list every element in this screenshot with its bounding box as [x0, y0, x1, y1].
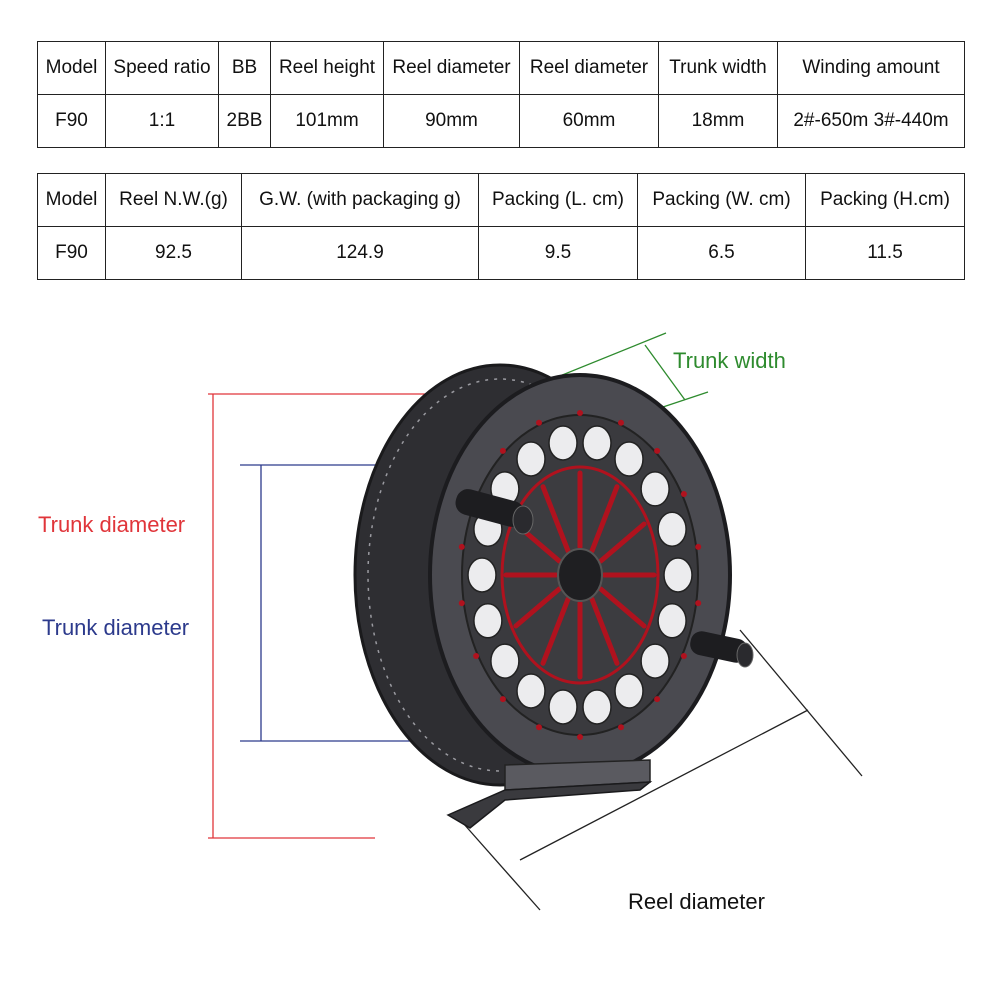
spool-screw: [680, 653, 687, 659]
spool-screw: [473, 653, 480, 659]
header-cell: Speed ratio: [105, 41, 219, 95]
trunk-diameter-inner-label: Trunk diameter: [42, 615, 190, 640]
reel-diameter-bracket: [462, 629, 863, 911]
table-cell: 1:1: [105, 94, 219, 148]
table-header-row: Model Reel N.W.(g) G.W. (with packaging …: [37, 173, 965, 227]
trunk-width-label: Trunk width: [673, 348, 786, 373]
spool-screw: [577, 410, 583, 416]
table-cell: 60mm: [519, 94, 659, 148]
table-cell: 101mm: [270, 94, 384, 148]
spool-spoke: [589, 596, 620, 666]
fishing-reel-image: [353, 363, 754, 829]
spool-hole: [657, 511, 687, 547]
spool-hole: [614, 441, 644, 477]
spool-screw: [458, 600, 465, 607]
spool-screw: [536, 419, 542, 426]
spool-spoke: [598, 586, 647, 629]
trunk-diameter-outer-label: Trunk diameter: [38, 512, 186, 537]
table-cell: 124.9: [241, 226, 479, 280]
spool-hole: [516, 673, 546, 709]
spool-screw: [536, 724, 542, 731]
spool-screw: [577, 734, 583, 740]
spool-screw: [654, 696, 661, 703]
reel-diameter-label: Reel diameter: [628, 889, 765, 914]
spool-hole: [640, 643, 670, 679]
header-cell: Packing (L. cm): [478, 173, 638, 227]
spool-screw: [618, 419, 624, 426]
reel-handle: [455, 489, 754, 668]
spool-hole: [473, 603, 503, 639]
table-cell: 6.5: [637, 226, 806, 280]
table-cell: 2#-650m 3#-440m: [777, 94, 965, 148]
table-cell: F90: [37, 94, 106, 148]
table-cell: 11.5: [805, 226, 965, 280]
spool-hole: [640, 471, 670, 507]
table-cell: 18mm: [658, 94, 778, 148]
spool-spoke: [513, 586, 562, 629]
spool-spoke: [540, 484, 571, 554]
spool-screw: [695, 600, 702, 607]
spool-screw: [695, 543, 702, 550]
header-cell: Model: [37, 41, 106, 95]
spool-hole: [467, 557, 497, 593]
header-cell: Winding amount: [777, 41, 965, 95]
spool-hole: [516, 441, 546, 477]
spool-screw: [499, 696, 506, 703]
table-row: F90 1:1 2BB 101mm 90mm 60mm 18mm 2#-650m…: [37, 94, 965, 148]
spool-hole: [614, 673, 644, 709]
spool-spoke: [598, 521, 647, 564]
spool-hole: [548, 689, 578, 725]
spec-table-1: Model Speed ratio BB Reel height Reel di…: [37, 41, 965, 148]
spool-screw: [499, 447, 506, 454]
spool-hole: [582, 689, 612, 725]
spool-spoke: [540, 596, 571, 666]
spool-screw: [654, 447, 661, 454]
table-row: F90 92.5 124.9 9.5 6.5 11.5: [37, 226, 965, 280]
spool-hole: [548, 425, 578, 461]
spool-screw: [680, 491, 687, 497]
table-cell: 90mm: [383, 94, 520, 148]
spec-table-2: Model Reel N.W.(g) G.W. (with packaging …: [37, 173, 965, 280]
table-cell: 2BB: [218, 94, 271, 148]
spool-hole: [663, 557, 693, 593]
table-header-row: Model Speed ratio BB Reel height Reel di…: [37, 41, 965, 95]
table-cell: 9.5: [478, 226, 638, 280]
spool-hole: [490, 643, 520, 679]
header-cell: Reel height: [270, 41, 384, 95]
header-cell: Trunk width: [658, 41, 778, 95]
header-cell: Packing (W. cm): [637, 173, 806, 227]
spool-hole: [657, 603, 687, 639]
reel-foot: [446, 759, 653, 829]
header-cell: Packing (H.cm): [805, 173, 965, 227]
spool-spoke: [589, 484, 620, 554]
spool-screw: [618, 724, 624, 731]
spool-screw: [458, 543, 465, 550]
spool-holes: [458, 410, 702, 740]
header-cell: Model: [37, 173, 106, 227]
spool-hole: [582, 425, 612, 461]
